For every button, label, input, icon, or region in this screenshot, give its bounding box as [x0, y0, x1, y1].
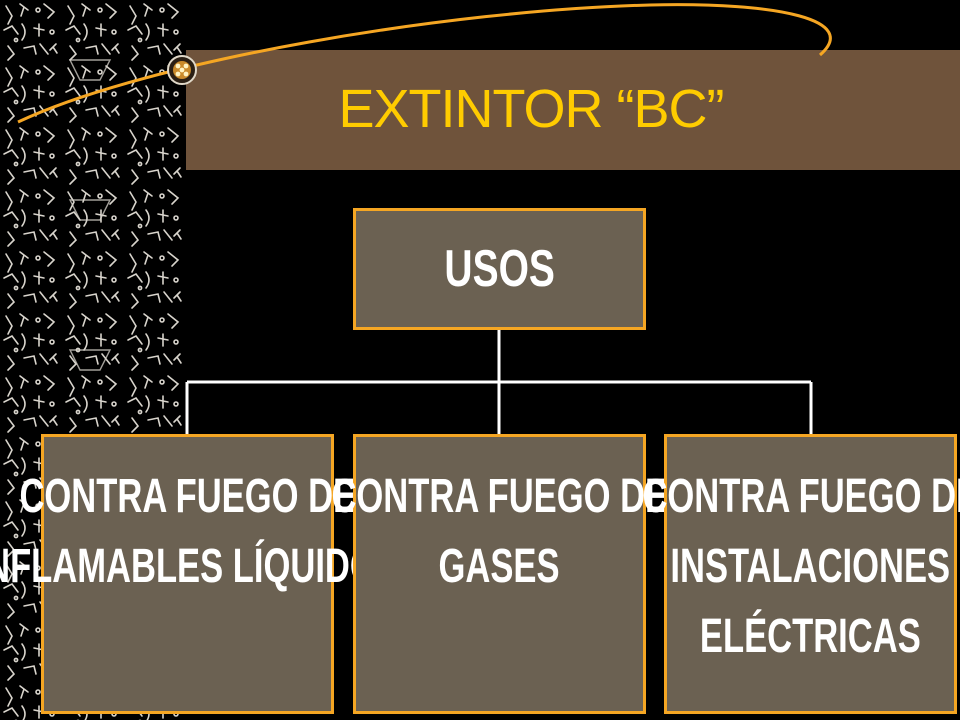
child-2-line-2: GASES	[438, 540, 560, 593]
child-1-line-2: INFLAMABLES LÍQUIDOS	[0, 540, 400, 593]
diagram-child-box-1: CONTRA FUEGO DE INFLAMABLES LÍQUIDOS	[0, 434, 400, 714]
decorative-swoosh	[17, 3, 832, 124]
root-label: USOS	[444, 240, 555, 298]
diagram-root-box: USOS	[353, 208, 646, 330]
child-3-line-2: INSTALACIONES	[670, 540, 951, 593]
diagram-child-box-2: CONTRA FUEGO DE GASES	[331, 434, 668, 714]
title-band	[186, 50, 960, 170]
ornament-icon	[167, 55, 197, 85]
child-1-line-1: CONTRA FUEGO DE	[19, 470, 356, 523]
child-3-line-1: CONTRA FUEGO DE	[642, 470, 960, 523]
child-2-line-1: CONTRA FUEGO DE	[331, 470, 668, 523]
child-3-line-3: ELÉCTRICAS	[700, 610, 921, 663]
diagram-child-box-3: CONTRA FUEGO DE INSTALACIONES ELÉCTRICAS	[642, 434, 960, 714]
slide-title: EXTINTOR “BC”	[338, 79, 724, 139]
